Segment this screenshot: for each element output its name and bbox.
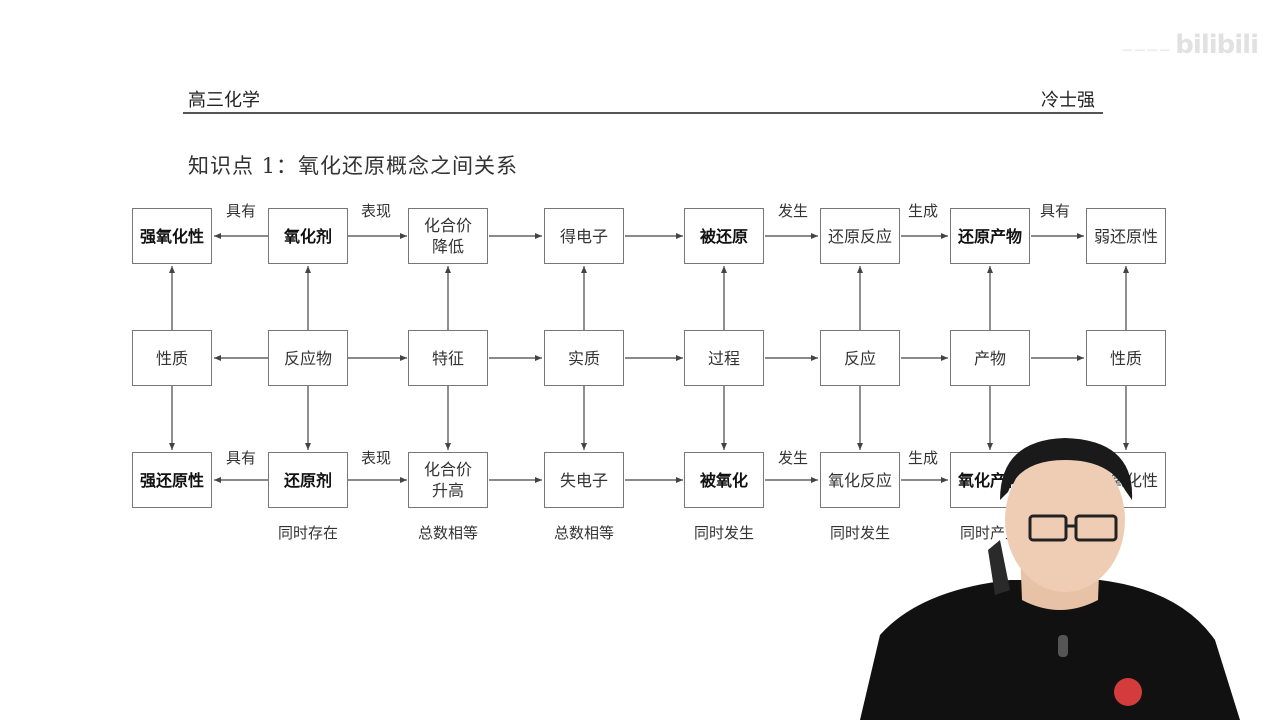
label-top-produce: 生成 xyxy=(908,202,939,220)
note-co-produce: 同时产生 xyxy=(959,524,1020,542)
box-essence: 实质 xyxy=(544,330,624,386)
box-reduced: 被还原 xyxy=(684,208,764,264)
box-reduction-reaction: 还原反应 xyxy=(820,208,900,264)
box-oxidation-reaction: 氧化反应 xyxy=(820,452,900,508)
box-reduction-product: 还原产物 xyxy=(950,208,1030,264)
bilibili-watermark: — — — —bilibili xyxy=(1121,30,1259,60)
box-oxidizing-agent: 氧化剂 xyxy=(268,208,348,264)
presenter-glasses xyxy=(1028,514,1118,542)
box-oxidized: 被氧化 xyxy=(684,452,764,508)
label-top-have-2: 具有 xyxy=(1040,202,1071,220)
teacher-name: 冷士强 xyxy=(1041,90,1095,111)
box-reactant: 反应物 xyxy=(268,330,348,386)
box-weak-reducing: 弱还原性 xyxy=(1086,208,1166,264)
label-top-show: 表现 xyxy=(361,202,392,220)
note-simultaneous-2: 同时发生 xyxy=(829,524,890,542)
box-valence-increase: 化合价 升高 xyxy=(408,452,488,508)
box-strong-oxidizing: 强氧化性 xyxy=(132,208,212,264)
course-name: 高三化学 xyxy=(188,90,260,111)
chair-back xyxy=(988,540,1010,595)
box-gain-electron: 得电子 xyxy=(544,208,624,264)
label-top-have: 具有 xyxy=(226,202,257,220)
box-product: 产物 xyxy=(950,330,1030,386)
box-property-left: 性质 xyxy=(132,330,212,386)
label-top-occur: 发生 xyxy=(778,202,809,220)
box-lose-electron: 失电子 xyxy=(544,452,624,508)
label-bot-occur: 发生 xyxy=(778,449,809,467)
presenter-webcam xyxy=(860,438,1240,720)
presenter-shirt xyxy=(860,580,1240,720)
note-total-equal-2: 总数相等 xyxy=(553,524,614,542)
box-valence-decrease: 化合价 降低 xyxy=(408,208,488,264)
shirt-logo xyxy=(1114,678,1142,706)
note-simultaneous-1: 同时发生 xyxy=(693,524,754,542)
presenter-microphone xyxy=(1058,635,1068,657)
label-bot-produce: 生成 xyxy=(908,449,939,467)
box-feature: 特征 xyxy=(408,330,488,386)
box-reducing-agent: 还原剂 xyxy=(268,452,348,508)
box-process: 过程 xyxy=(684,330,764,386)
note-total-equal-1: 总数相等 xyxy=(417,524,478,542)
presenter-hair xyxy=(1000,438,1133,500)
header-divider xyxy=(183,112,1103,114)
box-property-right: 性质 xyxy=(1086,330,1166,386)
label-bot-have: 具有 xyxy=(226,449,257,467)
box-strong-reducing: 强还原性 xyxy=(132,452,212,508)
note-coexist: 同时存在 xyxy=(277,524,338,542)
label-bot-show: 表现 xyxy=(361,449,392,467)
box-reaction: 反应 xyxy=(820,330,900,386)
slide-title: 知识点 1：氧化还原概念之间关系 xyxy=(188,154,519,178)
